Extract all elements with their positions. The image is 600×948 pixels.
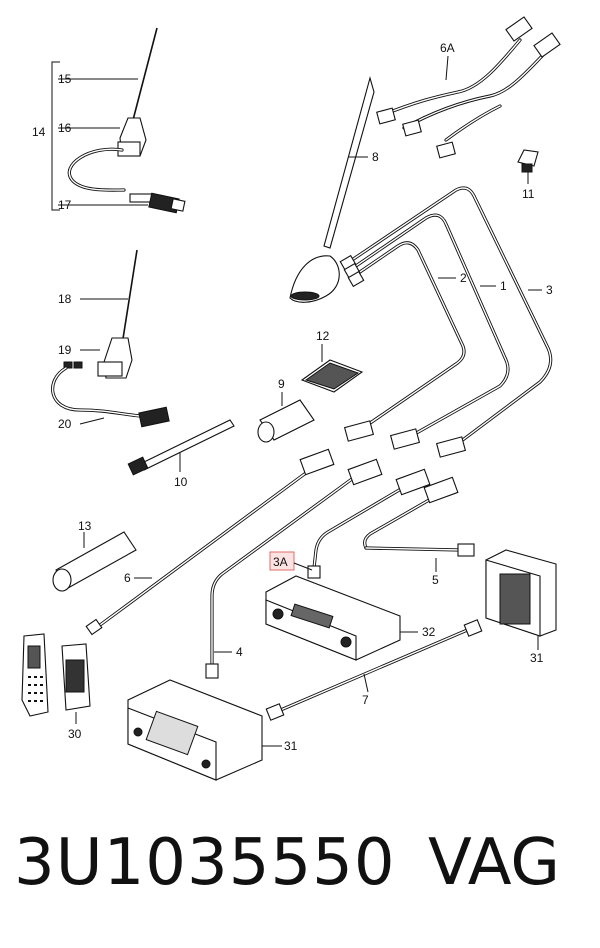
callout-1: 1	[500, 279, 507, 293]
cable-harness	[339, 186, 553, 458]
brand-label: VAG	[428, 826, 560, 900]
callout-19: 19	[58, 343, 72, 357]
callout-2: 2	[460, 271, 467, 285]
callout-5: 5	[432, 573, 439, 587]
cable-3a	[307, 468, 431, 579]
callout-6a: 6A	[440, 41, 455, 55]
harness-6a	[376, 16, 561, 159]
sleeve-9	[257, 399, 315, 443]
callout-32: 32	[422, 625, 436, 639]
cable-5	[363, 476, 475, 557]
callout-7: 7	[362, 693, 369, 707]
callout-3a-highlight	[269, 551, 295, 571]
connector-block-12	[300, 359, 364, 393]
callout-9: 9	[278, 377, 285, 391]
phone-cradle-30	[21, 633, 91, 717]
cable-tie-10	[127, 419, 235, 476]
roof-antenna-8	[289, 75, 375, 303]
part-number: 3U1035550	[14, 826, 396, 900]
radio-unit-32	[265, 575, 401, 661]
callout-12: 12	[316, 329, 330, 343]
callout-15: 15	[58, 72, 72, 86]
cable-4	[205, 458, 383, 679]
cable-7	[265, 619, 483, 721]
callout-30: 30	[68, 727, 82, 741]
clip-11	[517, 149, 539, 173]
cable-6	[85, 448, 335, 636]
callout-3a: 3A	[273, 555, 288, 569]
callout-18: 18	[58, 292, 72, 306]
antenna-assembly-14	[67, 27, 186, 214]
module-31	[485, 549, 557, 637]
callout-17: 17	[58, 198, 72, 212]
nav-unit-31	[127, 679, 263, 781]
callout-4: 4	[236, 645, 243, 659]
callout-20: 20	[58, 417, 72, 431]
callout-14: 14	[32, 125, 46, 139]
parts-diagram: 14 15 16 17 18 19 20 6A 8 11 2 1 3 12 9 …	[21, 16, 561, 781]
callout-3: 3	[546, 283, 553, 297]
callout-6: 6	[124, 571, 131, 585]
antenna-assembly-18	[51, 249, 170, 428]
callout-10: 10	[174, 475, 188, 489]
callout-16: 16	[58, 121, 72, 135]
callout-31-bottom: 31	[284, 739, 298, 753]
callout-11: 11	[522, 187, 535, 201]
tube-13	[52, 531, 137, 592]
callout-13: 13	[78, 519, 92, 533]
callout-31-right: 31	[530, 651, 544, 665]
callout-8: 8	[372, 150, 379, 164]
